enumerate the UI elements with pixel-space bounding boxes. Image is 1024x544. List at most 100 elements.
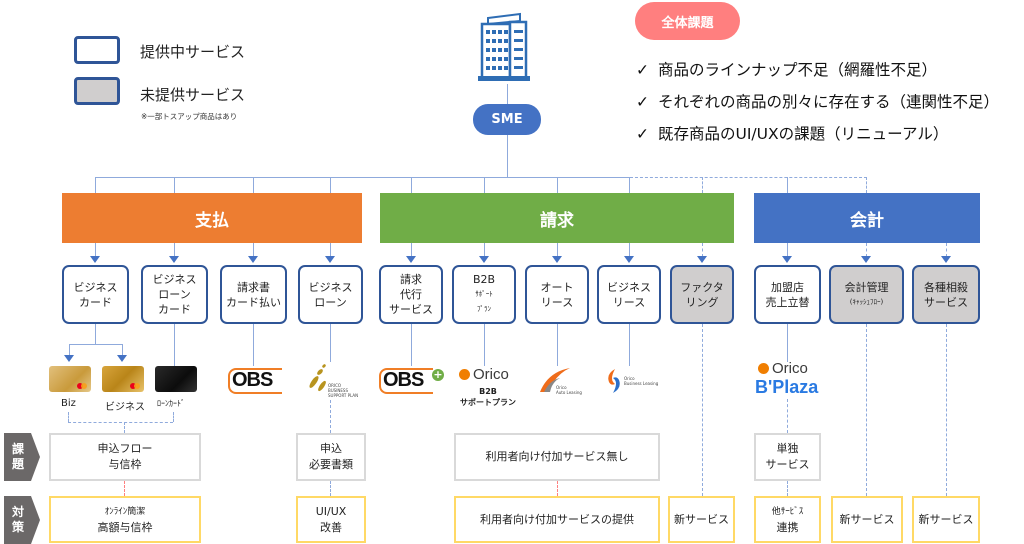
service-business-card[interactable]: ビジネスカード	[62, 265, 129, 324]
connector	[68, 412, 69, 422]
service-offset-services[interactable]: 各種相殺サービス	[912, 265, 980, 324]
service-accounting-management[interactable]: 会計管理(ｷｬｯｼｭﾌﾛｰ)	[829, 265, 904, 324]
biz-card-image	[49, 366, 91, 392]
service-factoring[interactable]: ファクタリング	[670, 265, 734, 324]
connector	[787, 243, 788, 257]
connector	[95, 177, 630, 178]
connector	[174, 243, 175, 257]
connector	[68, 422, 173, 423]
arrow-down-icon	[169, 256, 179, 263]
connector	[702, 243, 703, 257]
obs-plus-logo: OBS	[379, 368, 433, 394]
measure-new-service: 新サービス	[668, 496, 735, 543]
business-card-image	[102, 366, 144, 392]
connector	[253, 243, 254, 257]
connector	[557, 324, 558, 366]
legend-not-provided-swatch	[74, 77, 120, 105]
connector	[946, 243, 947, 257]
legend-provided-swatch	[74, 36, 120, 64]
category-payment: 支払	[62, 193, 362, 243]
bplaza-logo: B'Plaza	[755, 377, 819, 397]
orico-dot-icon	[459, 369, 470, 380]
orico-dot-icon	[758, 363, 769, 374]
orico-business-support-plan-logo	[309, 364, 326, 392]
orico-logo: Orico	[758, 360, 808, 377]
connector	[557, 481, 558, 496]
service-business-lease[interactable]: ビジネスリース	[597, 265, 661, 324]
overall-issues-badge: 全体課題	[635, 2, 740, 40]
orico-business-leasing-logo	[608, 369, 620, 393]
overall-issue-item: ✓商品のラインナップ不足（網羅性不足）	[636, 61, 938, 79]
connector	[787, 481, 788, 496]
connector	[95, 243, 96, 257]
connector	[124, 422, 125, 433]
connector	[330, 243, 331, 257]
connector	[253, 177, 254, 193]
measure-additional-services: 利用者向け付加サービスの提供	[454, 496, 660, 543]
connector	[946, 324, 947, 496]
card-label-business: ビジネス	[105, 402, 145, 413]
arrow-down-icon	[941, 256, 951, 263]
check-icon: ✓	[636, 93, 649, 111]
card-label-loan: ﾛｰﾝｶｰﾄﾞ	[157, 399, 185, 408]
building-icon	[478, 12, 530, 81]
connector	[411, 324, 412, 366]
connector	[174, 177, 175, 193]
arrow-down-icon	[90, 256, 100, 263]
overall-issue-item: ✓それぞれの商品の別々に存在する（連関性不足）	[636, 93, 1000, 111]
mastercard-icon	[77, 383, 87, 389]
connector	[787, 324, 788, 362]
check-icon: ✓	[636, 61, 649, 79]
arrow-down-icon	[479, 256, 489, 263]
arrow-down-icon	[782, 256, 792, 263]
connector	[484, 324, 485, 366]
service-merchant-advance[interactable]: 加盟店売上立替	[754, 265, 821, 324]
connector	[484, 243, 485, 257]
connector	[630, 177, 867, 178]
service-auto-lease[interactable]: オートリース	[525, 265, 589, 324]
measure-new-service: 新サービス	[912, 496, 980, 543]
service-billing-agency[interactable]: 請求代行サービス	[379, 265, 443, 324]
connector	[557, 243, 558, 257]
plus-icon: +	[432, 368, 444, 381]
connector	[173, 412, 174, 422]
service-business-loan[interactable]: ビジネスローン	[298, 265, 363, 324]
loan-card-image	[155, 366, 197, 392]
connector	[629, 177, 630, 193]
service-business-loan-card[interactable]: ビジネスローンカード	[141, 265, 208, 324]
arrow-down-icon	[325, 256, 335, 263]
arrow-down-icon	[117, 355, 127, 362]
legend-provided-label: 提供中サービス	[140, 43, 246, 61]
issue-standalone-service: 単独サービス	[754, 433, 821, 481]
connector	[330, 481, 331, 496]
connector	[253, 324, 254, 366]
row-label-measure: 対策	[4, 496, 40, 544]
orico-logo: Orico	[459, 366, 509, 383]
connector	[174, 324, 175, 366]
arrow-down-icon	[64, 355, 74, 362]
category-billing: 請求	[380, 193, 734, 243]
connector	[866, 177, 867, 193]
connector	[124, 481, 125, 496]
arrow-down-icon	[248, 256, 258, 263]
connector	[507, 84, 508, 104]
check-icon: ✓	[636, 125, 649, 143]
arrow-down-icon	[861, 256, 871, 263]
issue-application-flow: 申込フロー与信枠	[49, 433, 201, 481]
connector	[629, 324, 630, 366]
measure-service-integration: 他ｻｰﾋﾞｽ連携	[754, 496, 821, 543]
connector	[69, 344, 70, 356]
connector	[787, 399, 788, 433]
arrow-down-icon	[552, 256, 562, 263]
connector	[484, 177, 485, 193]
connector	[122, 344, 123, 356]
connector	[866, 324, 867, 496]
mastercard-icon	[130, 383, 140, 389]
service-invoice-card-payment[interactable]: 請求書カード払い	[220, 265, 287, 324]
